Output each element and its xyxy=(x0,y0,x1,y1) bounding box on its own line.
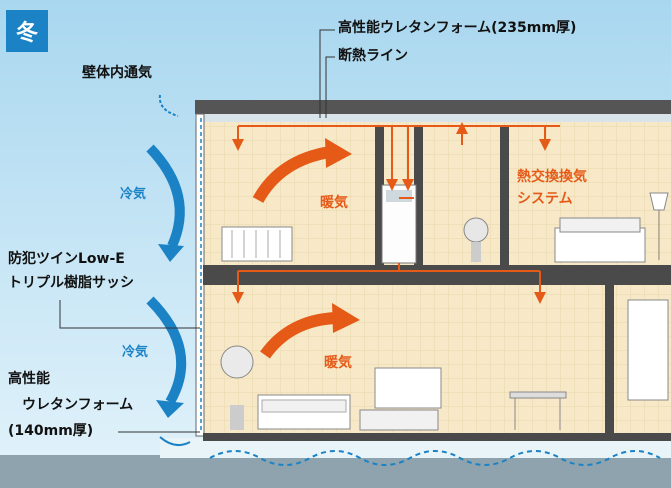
season-badge: 冬 xyxy=(6,10,48,52)
cold-air-arrow-icon xyxy=(146,296,187,418)
wall-insulation-line3: (140mm厚) xyxy=(8,423,94,439)
tv-icon xyxy=(359,367,442,431)
wall-insulation-line2: ウレタンフォーム xyxy=(22,397,134,413)
roof xyxy=(195,100,671,114)
warm-air-arrow-icon xyxy=(252,138,352,204)
warm-air-upper-label: 暖気 xyxy=(320,195,348,211)
warm-air-arrow-icon xyxy=(260,303,360,359)
ventilation-unit-icon xyxy=(381,184,417,264)
heater-icon xyxy=(221,226,293,262)
ventilation-label-line2: システム xyxy=(517,191,573,207)
chair-icon xyxy=(509,391,567,430)
cold-air-lower-label: 冷気 xyxy=(122,345,149,360)
lamp-icon xyxy=(649,192,669,260)
warm-air-lower-label: 暖気 xyxy=(324,355,352,371)
roof-insulation-label: 高性能ウレタンフォーム(235mm厚) xyxy=(338,20,577,36)
ventilation-label-line1: 熱交換換気 xyxy=(517,169,587,185)
wall-insulation-line1: 高性能 xyxy=(8,371,50,387)
plant-icon xyxy=(220,345,254,430)
wall-air-label: 壁体内通気 xyxy=(82,65,152,81)
window-label-line1: 防犯ツインLow-E xyxy=(8,251,125,267)
bed-icon xyxy=(554,217,646,263)
window-label-line2: トリプル樹脂サッシ xyxy=(8,275,134,291)
plant-icon xyxy=(463,217,489,262)
sofa-icon xyxy=(257,394,351,430)
cold-air-arrow-icon xyxy=(146,144,185,262)
cold-air-upper-label: 冷気 xyxy=(120,187,147,202)
insulation-line-label: 断熱ライン xyxy=(338,48,408,64)
